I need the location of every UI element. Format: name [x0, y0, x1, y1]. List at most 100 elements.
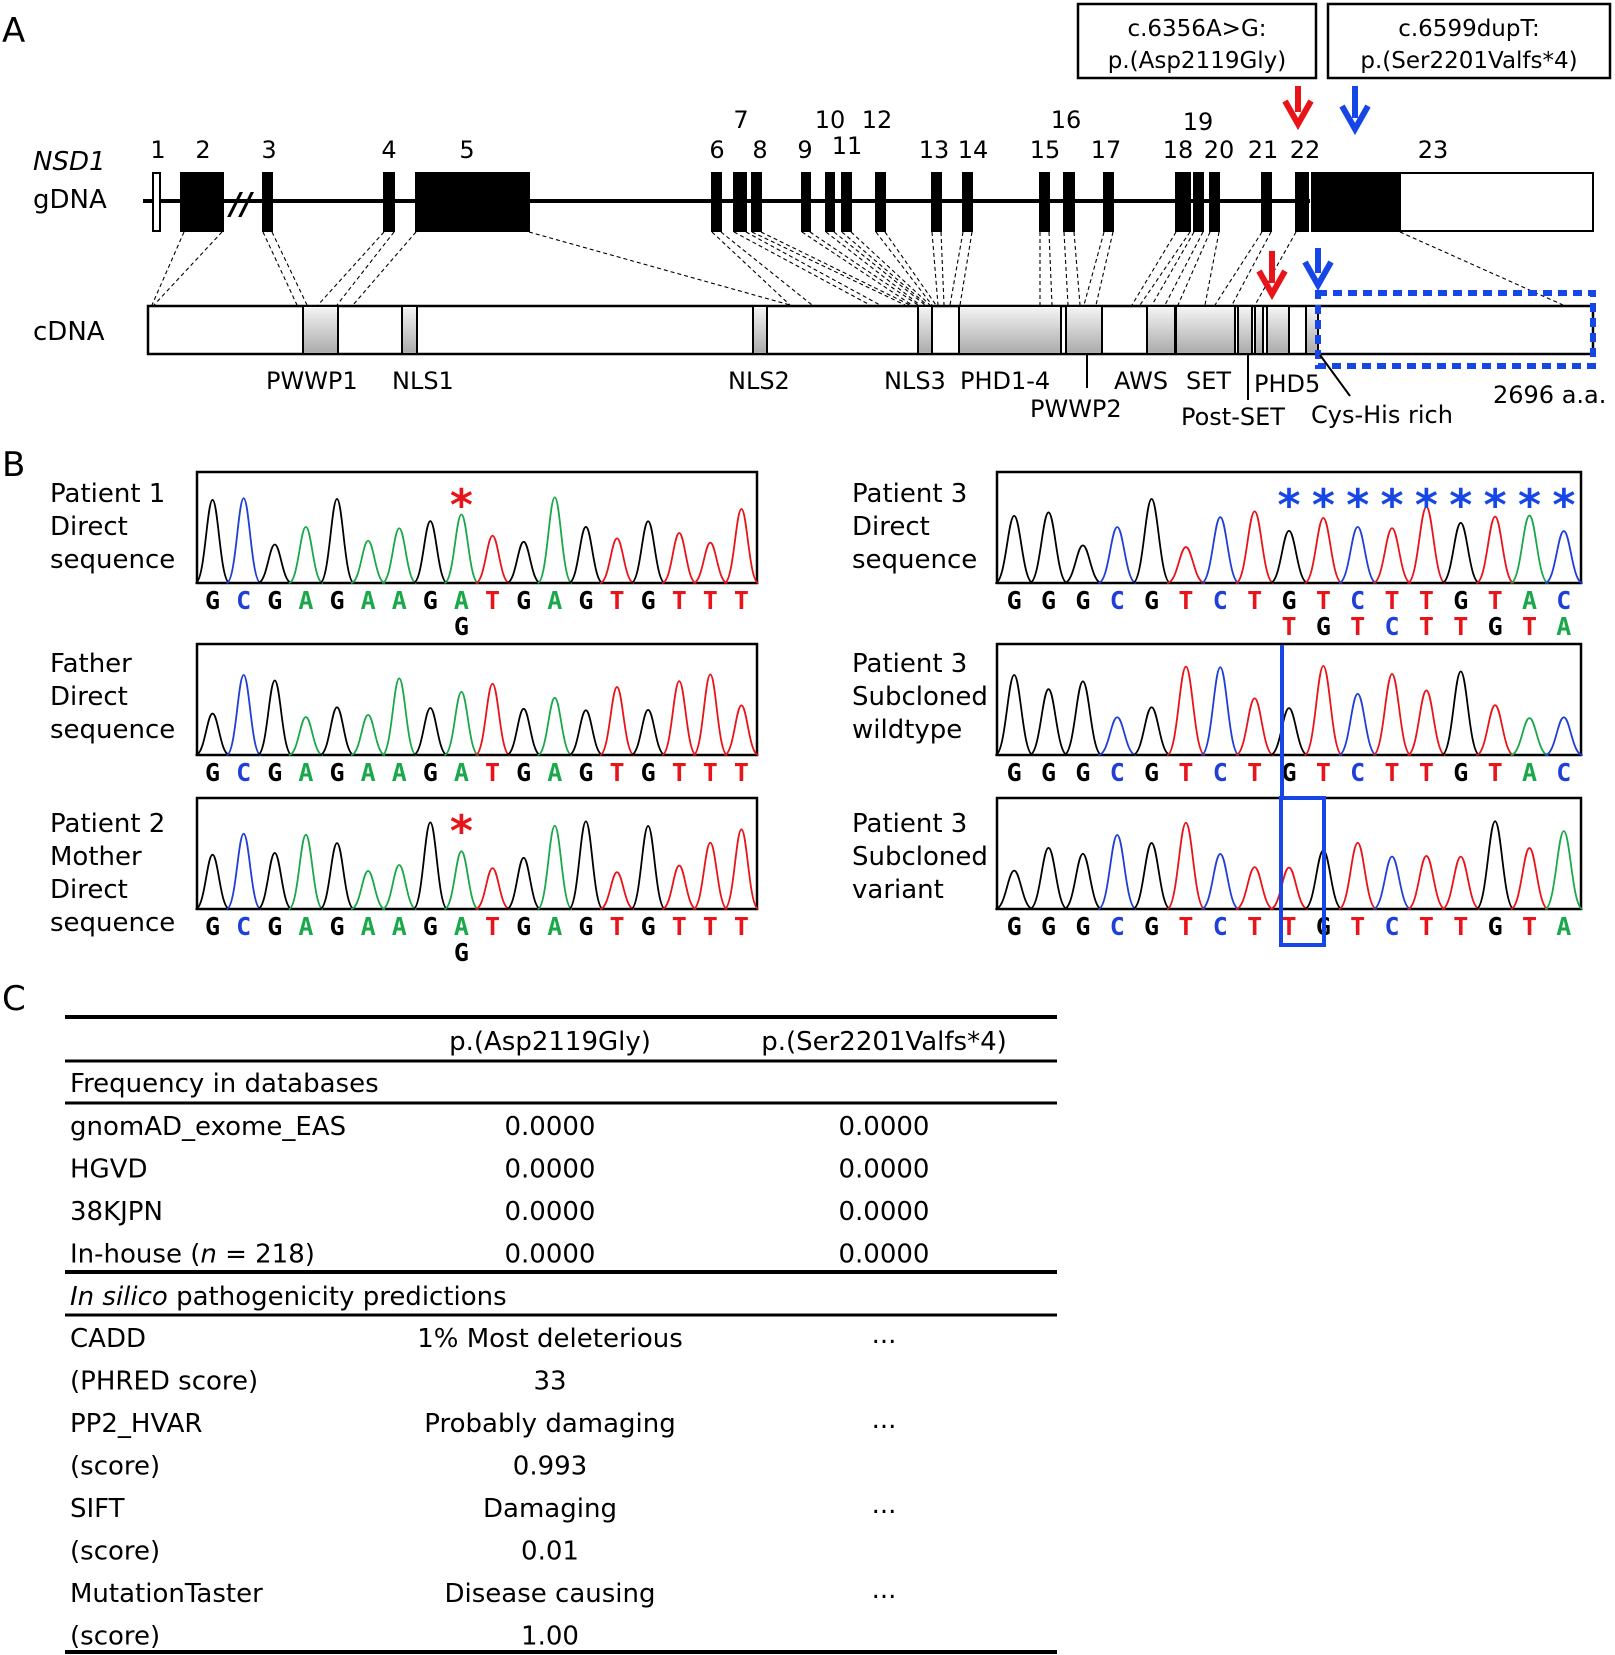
base-call: T: [1419, 912, 1434, 941]
trace-label: variant: [852, 875, 944, 905]
base-call: G: [1144, 586, 1159, 615]
variant2-line1: c.6599dupT:: [1398, 16, 1540, 42]
gdna-exons: [152, 172, 1594, 232]
base-call-alt: A: [1556, 612, 1571, 641]
table-cell: 0.0000: [505, 1112, 596, 1142]
base-call: T: [485, 758, 500, 787]
exon-number: 19: [1183, 108, 1214, 136]
base-call: G: [1488, 912, 1503, 941]
base-call: A: [361, 912, 376, 941]
base-call: C: [1350, 586, 1365, 615]
exon-block: [1261, 172, 1272, 232]
base-call: T: [609, 586, 624, 615]
base-call: G: [641, 586, 656, 615]
trace-peak: [1544, 530, 1584, 584]
trace-peak: [536, 824, 573, 910]
base-call: T: [1316, 758, 1331, 787]
base-call: T: [485, 912, 500, 941]
exon-block: [152, 172, 161, 232]
trace-peak: [1441, 855, 1481, 910]
base-call: T: [703, 586, 718, 615]
trace-peak: [257, 852, 293, 910]
mapping-line: [1139, 231, 1191, 306]
base-call: A: [454, 758, 469, 787]
mapping-line: [151, 231, 185, 306]
frameshift-asterisk: *: [1346, 480, 1369, 531]
exon-number: 8: [752, 136, 767, 164]
base-call: T: [1281, 912, 1296, 941]
trace-frame: [195, 642, 759, 757]
trace-peak: [994, 674, 1034, 756]
exon-block: [751, 172, 762, 232]
mapping-line: [1131, 231, 1177, 306]
mapping-line: [336, 231, 395, 306]
base-call: A: [547, 758, 562, 787]
variant2-line2: p.(Ser2201Valfs*4): [1360, 48, 1577, 74]
base-call-alt: C: [1385, 612, 1400, 641]
base-call: G: [267, 912, 282, 941]
mapping-line: [1214, 231, 1263, 306]
mapping-line: [262, 231, 298, 306]
trace-peak: [1029, 688, 1068, 756]
frameshift-asterisk: *: [1449, 480, 1472, 531]
trace-peak: [288, 525, 324, 584]
base-call: C: [1213, 758, 1228, 787]
column-header: p.(Asp2119Gly): [449, 1027, 651, 1057]
frameshift-asterisk: *: [1312, 480, 1335, 531]
trace-peak: [1063, 544, 1103, 584]
domain-aws: AWS: [1114, 367, 1168, 395]
table-cell: 33: [533, 1367, 566, 1397]
base-call: G: [329, 758, 344, 787]
trace-peak: [692, 673, 729, 756]
trace-peak: [194, 853, 231, 910]
base-call: G: [516, 912, 531, 941]
trace-peak: [1544, 716, 1584, 756]
trace-peak: [1407, 506, 1446, 584]
mapping-line: [841, 231, 928, 306]
trace-label: Patient 2: [50, 809, 165, 839]
table-cell: 0.0000: [839, 1197, 930, 1227]
base-call: C: [1213, 912, 1228, 941]
table-cell: 0.993: [513, 1452, 587, 1482]
exon-mapping-lines: [151, 231, 1564, 306]
base-call-alt: T: [1419, 612, 1434, 641]
trace-peak: [194, 499, 231, 584]
domain-nls3: NLS3: [884, 367, 946, 395]
exon-number: 10: [815, 106, 846, 134]
table-cell: Damaging: [483, 1494, 617, 1524]
table-cell: 0.0000: [839, 1112, 930, 1142]
trace-peak: [994, 869, 1034, 910]
exon-block: [841, 172, 852, 232]
base-call: C: [1213, 586, 1228, 615]
table-cell: Probably damaging: [424, 1409, 675, 1439]
domain-block: [1175, 305, 1236, 355]
exon-block: [733, 172, 747, 232]
variant1-line2: p.(Asp2119Gly): [1108, 48, 1287, 74]
base-call: G: [267, 758, 282, 787]
exon-block: [1193, 172, 1204, 232]
trace-label: Subcloned: [852, 682, 988, 712]
trace-frame: [195, 796, 759, 911]
trace-peak: [225, 497, 262, 584]
trace-peak: [474, 682, 511, 756]
base-call: C: [1110, 758, 1125, 787]
base-call: T: [609, 758, 624, 787]
trace-peak: [1407, 855, 1446, 910]
exon-number: 6: [709, 136, 724, 164]
base-call: G: [1281, 758, 1296, 787]
base-call: T: [1453, 912, 1468, 941]
exon-number: 14: [958, 136, 989, 164]
base-call: C: [236, 912, 251, 941]
frameshift-asterisk: *: [1552, 480, 1575, 531]
trace-peak: [1166, 821, 1206, 910]
base-call: A: [1556, 912, 1571, 941]
trace-peak: [1338, 525, 1378, 584]
base-call: G: [578, 586, 593, 615]
exon-number: 20: [1204, 136, 1235, 164]
trace-peak: [1510, 717, 1549, 756]
trace-frame: [195, 470, 759, 585]
mapping-line: [850, 231, 931, 306]
panel3-highlight: [1279, 645, 1326, 947]
base-call: G: [267, 586, 282, 615]
